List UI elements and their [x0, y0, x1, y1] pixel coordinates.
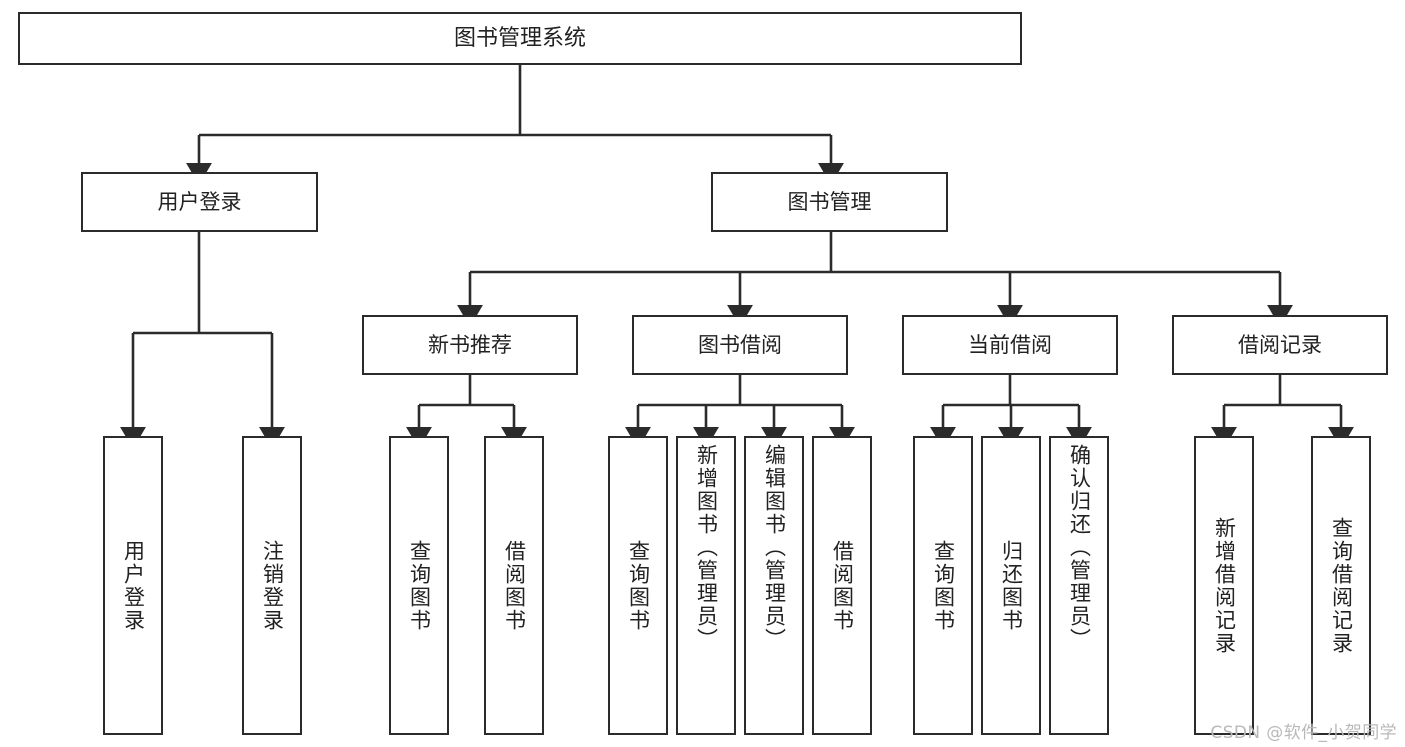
node-label: 当前借阅	[968, 332, 1052, 357]
node-book-management[interactable]: 图书管理	[711, 172, 948, 232]
node-label: 图书借阅	[698, 332, 782, 357]
node-label: 用户登录	[121, 539, 146, 632]
node-label: 查询图书	[407, 539, 432, 632]
node-book-borrow[interactable]: 图书借阅	[632, 315, 848, 375]
node-leaf-new-book-query[interactable]: 查询图书	[389, 436, 449, 735]
watermark-csdn: CSDN @软件_小贺同学	[1210, 723, 1397, 743]
node-label: 图书管理	[787, 189, 872, 214]
node-label: 新增图书（管理员）	[694, 444, 719, 651]
node-leaf-book-borrow-edit[interactable]: 编辑图书（管理员）	[744, 436, 804, 735]
node-new-book-recommend[interactable]: 新书推荐	[362, 315, 578, 375]
node-label: 查询图书	[626, 539, 651, 632]
node-root-system[interactable]: 图书管理系统	[18, 12, 1022, 65]
node-leaf-borrow-record-query[interactable]: 查询借阅记录	[1311, 436, 1371, 735]
node-leaf-book-borrow-borrow[interactable]: 借阅图书	[812, 436, 872, 735]
node-label: 借阅图书	[830, 539, 855, 632]
node-leaf-book-borrow-add[interactable]: 新增图书（管理员）	[676, 436, 736, 735]
node-leaf-book-borrow-query[interactable]: 查询图书	[608, 436, 668, 735]
node-label: 新书推荐	[428, 332, 512, 357]
node-label: 查询借阅记录	[1329, 516, 1354, 655]
node-borrow-record[interactable]: 借阅记录	[1172, 315, 1388, 375]
node-label: 新增借阅记录	[1212, 516, 1237, 655]
node-label: 查询图书	[931, 539, 956, 632]
node-label: 借阅记录	[1238, 332, 1322, 357]
node-current-borrow[interactable]: 当前借阅	[902, 315, 1118, 375]
node-label: 借阅图书	[502, 539, 527, 632]
node-leaf-current-borrow-query[interactable]: 查询图书	[913, 436, 973, 735]
node-label: 确认归还（管理员）	[1067, 444, 1092, 651]
node-leaf-current-borrow-return[interactable]: 归还图书	[981, 436, 1041, 735]
node-user-login[interactable]: 用户登录	[81, 172, 318, 232]
node-label: 编辑图书（管理员）	[762, 444, 787, 651]
node-leaf-user-login-logout[interactable]: 注销登录	[242, 436, 302, 735]
node-label: 归还图书	[999, 539, 1024, 632]
node-leaf-current-borrow-confirm-return[interactable]: 确认归还（管理员）	[1049, 436, 1109, 735]
node-leaf-user-login-login[interactable]: 用户登录	[103, 436, 163, 735]
node-leaf-borrow-record-add[interactable]: 新增借阅记录	[1194, 436, 1254, 735]
node-label: 注销登录	[260, 539, 285, 632]
node-label: 用户登录	[157, 189, 242, 214]
node-label: 图书管理系统	[453, 25, 586, 51]
node-leaf-new-book-borrow[interactable]: 借阅图书	[484, 436, 544, 735]
